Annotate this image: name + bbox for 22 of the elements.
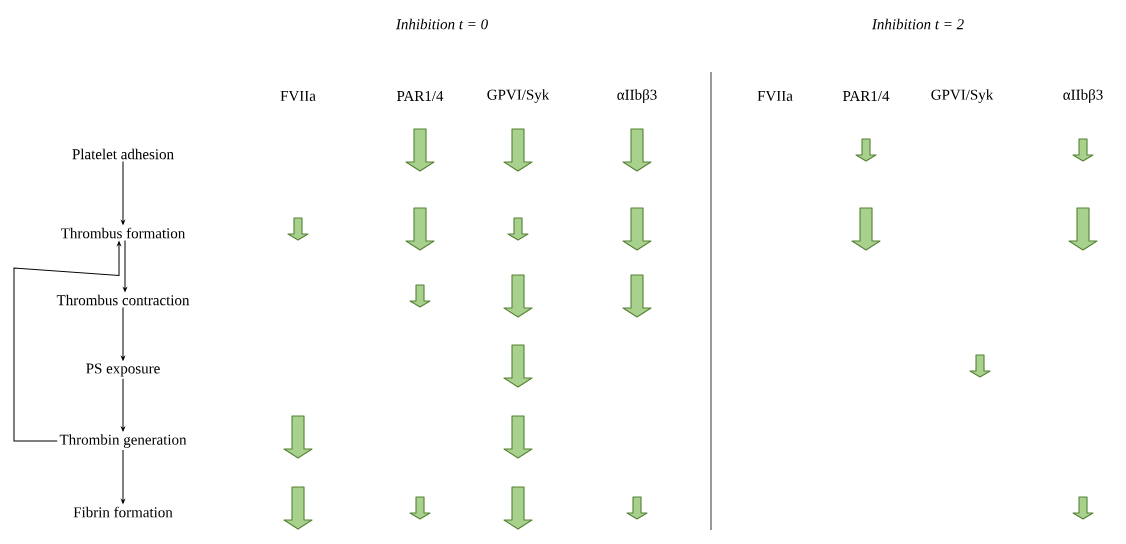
column-header: FVIIa (280, 91, 316, 101)
heading: Inhibition t = 0 (395, 18, 488, 30)
arrow (121, 378, 125, 432)
arrow (121, 449, 125, 504)
column-header: FVIIa (757, 91, 793, 101)
step-text: Thrombus contraction (56, 294, 190, 306)
column-header: PAR1/4 (842, 91, 890, 101)
column-header: PAR1/4 (396, 91, 444, 101)
column-header: αIIbβ3 (617, 89, 657, 103)
step-text: Fibrin formation (73, 506, 173, 518)
arrow (123, 240, 127, 292)
heading: Inhibition t = 2 (871, 18, 964, 30)
arrow (121, 307, 125, 361)
column-header: GPVI/Syk (931, 89, 994, 103)
column-header: αIIbβ3 (1063, 89, 1103, 103)
arrow (121, 161, 125, 225)
step-text: Thrombin generation (59, 434, 187, 448)
arrow (13, 241, 121, 442)
step-text: Thrombus formation (61, 227, 186, 239)
column-header: GPVI/Syk (487, 89, 550, 103)
step-text: Platelet adhesion (72, 148, 174, 160)
step-text: PS exposure (86, 363, 160, 377)
